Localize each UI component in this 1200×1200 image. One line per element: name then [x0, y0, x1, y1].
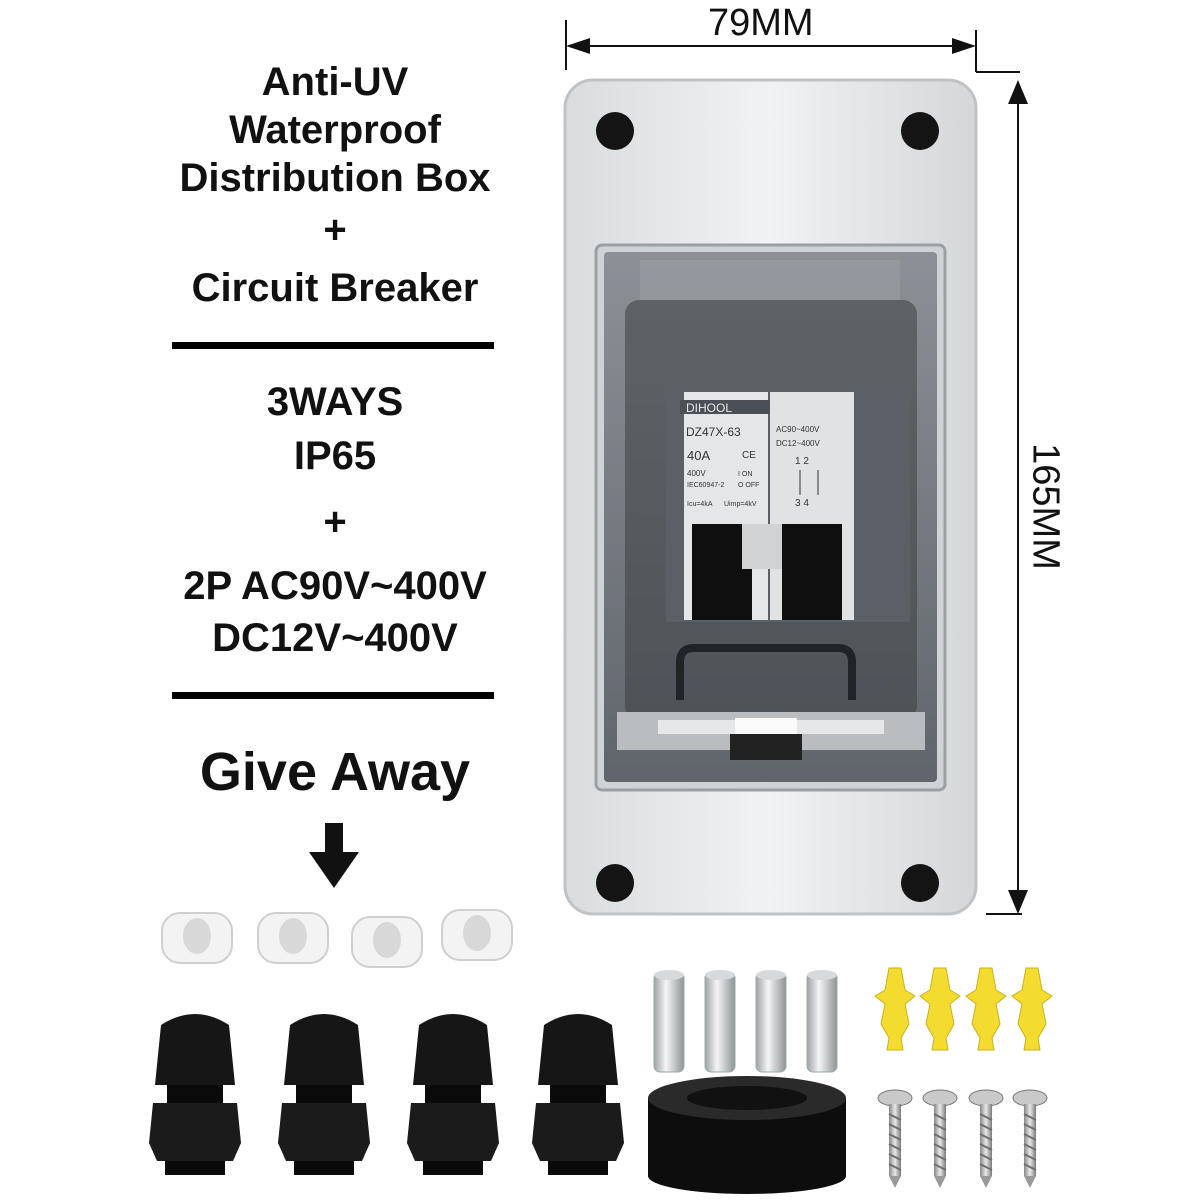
breaker-model: DZ47X-63: [686, 425, 741, 439]
breaker-brand: DIHOOL: [686, 401, 732, 415]
spec-plus: +: [323, 500, 347, 544]
breaker-dc-range: DC12~400V: [776, 439, 820, 448]
wall-anchor: [1011, 967, 1053, 1051]
cable-gland: [532, 1014, 624, 1175]
spec-ip: IP65: [293, 434, 377, 478]
screw: [877, 1089, 913, 1188]
breaker-standard: IEC60947-2: [687, 482, 724, 489]
screw: [922, 1089, 958, 1188]
spec-ways: 3WAYS: [266, 380, 404, 424]
title-line-anti-uv: Anti-UV: [261, 60, 409, 104]
rubber-plugs: [161, 909, 513, 968]
breaker-poles-bottom: 3 4: [795, 498, 809, 509]
screws: [877, 1089, 1048, 1188]
spec-dc: DC12V~400V: [212, 616, 458, 660]
width-dimension-label: 79MM: [708, 2, 814, 44]
insulating-tape: [648, 1076, 846, 1194]
ferrule: [755, 970, 787, 1073]
ferrule: [653, 970, 685, 1073]
divider: [172, 342, 494, 349]
breaker-on: I ON: [738, 471, 752, 478]
rubber-plug: [257, 912, 329, 964]
ferrules: [653, 970, 838, 1073]
breaker-rating: 40A: [687, 448, 710, 463]
breaker-voltage: 400V: [687, 469, 706, 478]
wall-anchor: [874, 967, 916, 1051]
ferrule: [806, 970, 838, 1073]
circuit-breaker: DIHOOL DZ47X-63 40A CE 400V I ON IEC6094…: [666, 386, 910, 622]
breaker-ce: CE: [742, 450, 756, 461]
height-dimension-line: [986, 80, 1028, 915]
rubber-plug: [351, 916, 423, 968]
rubber-plug: [441, 909, 513, 961]
width-dimension-line: [565, 20, 1020, 73]
breaker-ac-range: AC90~400V: [776, 425, 820, 434]
wall-anchor: [965, 967, 1007, 1051]
wall-anchor: [919, 967, 961, 1051]
divider: [172, 692, 494, 699]
give-away-heading: Give Away: [199, 742, 471, 802]
title-line-distribution-box: Distribution Box: [179, 156, 491, 200]
breaker-poles-top: 1 2: [795, 456, 809, 467]
screw: [1012, 1089, 1048, 1188]
screw: [968, 1089, 1004, 1188]
cable-gland: [407, 1014, 499, 1175]
down-arrow-icon: [309, 823, 359, 888]
cable-glands: [149, 1014, 624, 1175]
rubber-plug: [161, 912, 233, 964]
breaker-toggle: [782, 524, 842, 620]
title-plus: +: [323, 208, 347, 252]
ferrule: [704, 970, 736, 1073]
wall-anchors: [874, 967, 1053, 1051]
cable-gland: [278, 1014, 370, 1175]
breaker-icu: Icu=4kA: [687, 501, 713, 508]
spec-ac: 2P AC90V~400V: [183, 564, 487, 608]
cable-gland: [149, 1014, 241, 1175]
breaker-uimp: Uimp=4kV: [724, 501, 757, 508]
title-line-waterproof: Waterproof: [229, 108, 441, 152]
breaker-off: O OFF: [738, 482, 759, 489]
title-line-circuit-breaker: Circuit Breaker: [191, 266, 479, 310]
